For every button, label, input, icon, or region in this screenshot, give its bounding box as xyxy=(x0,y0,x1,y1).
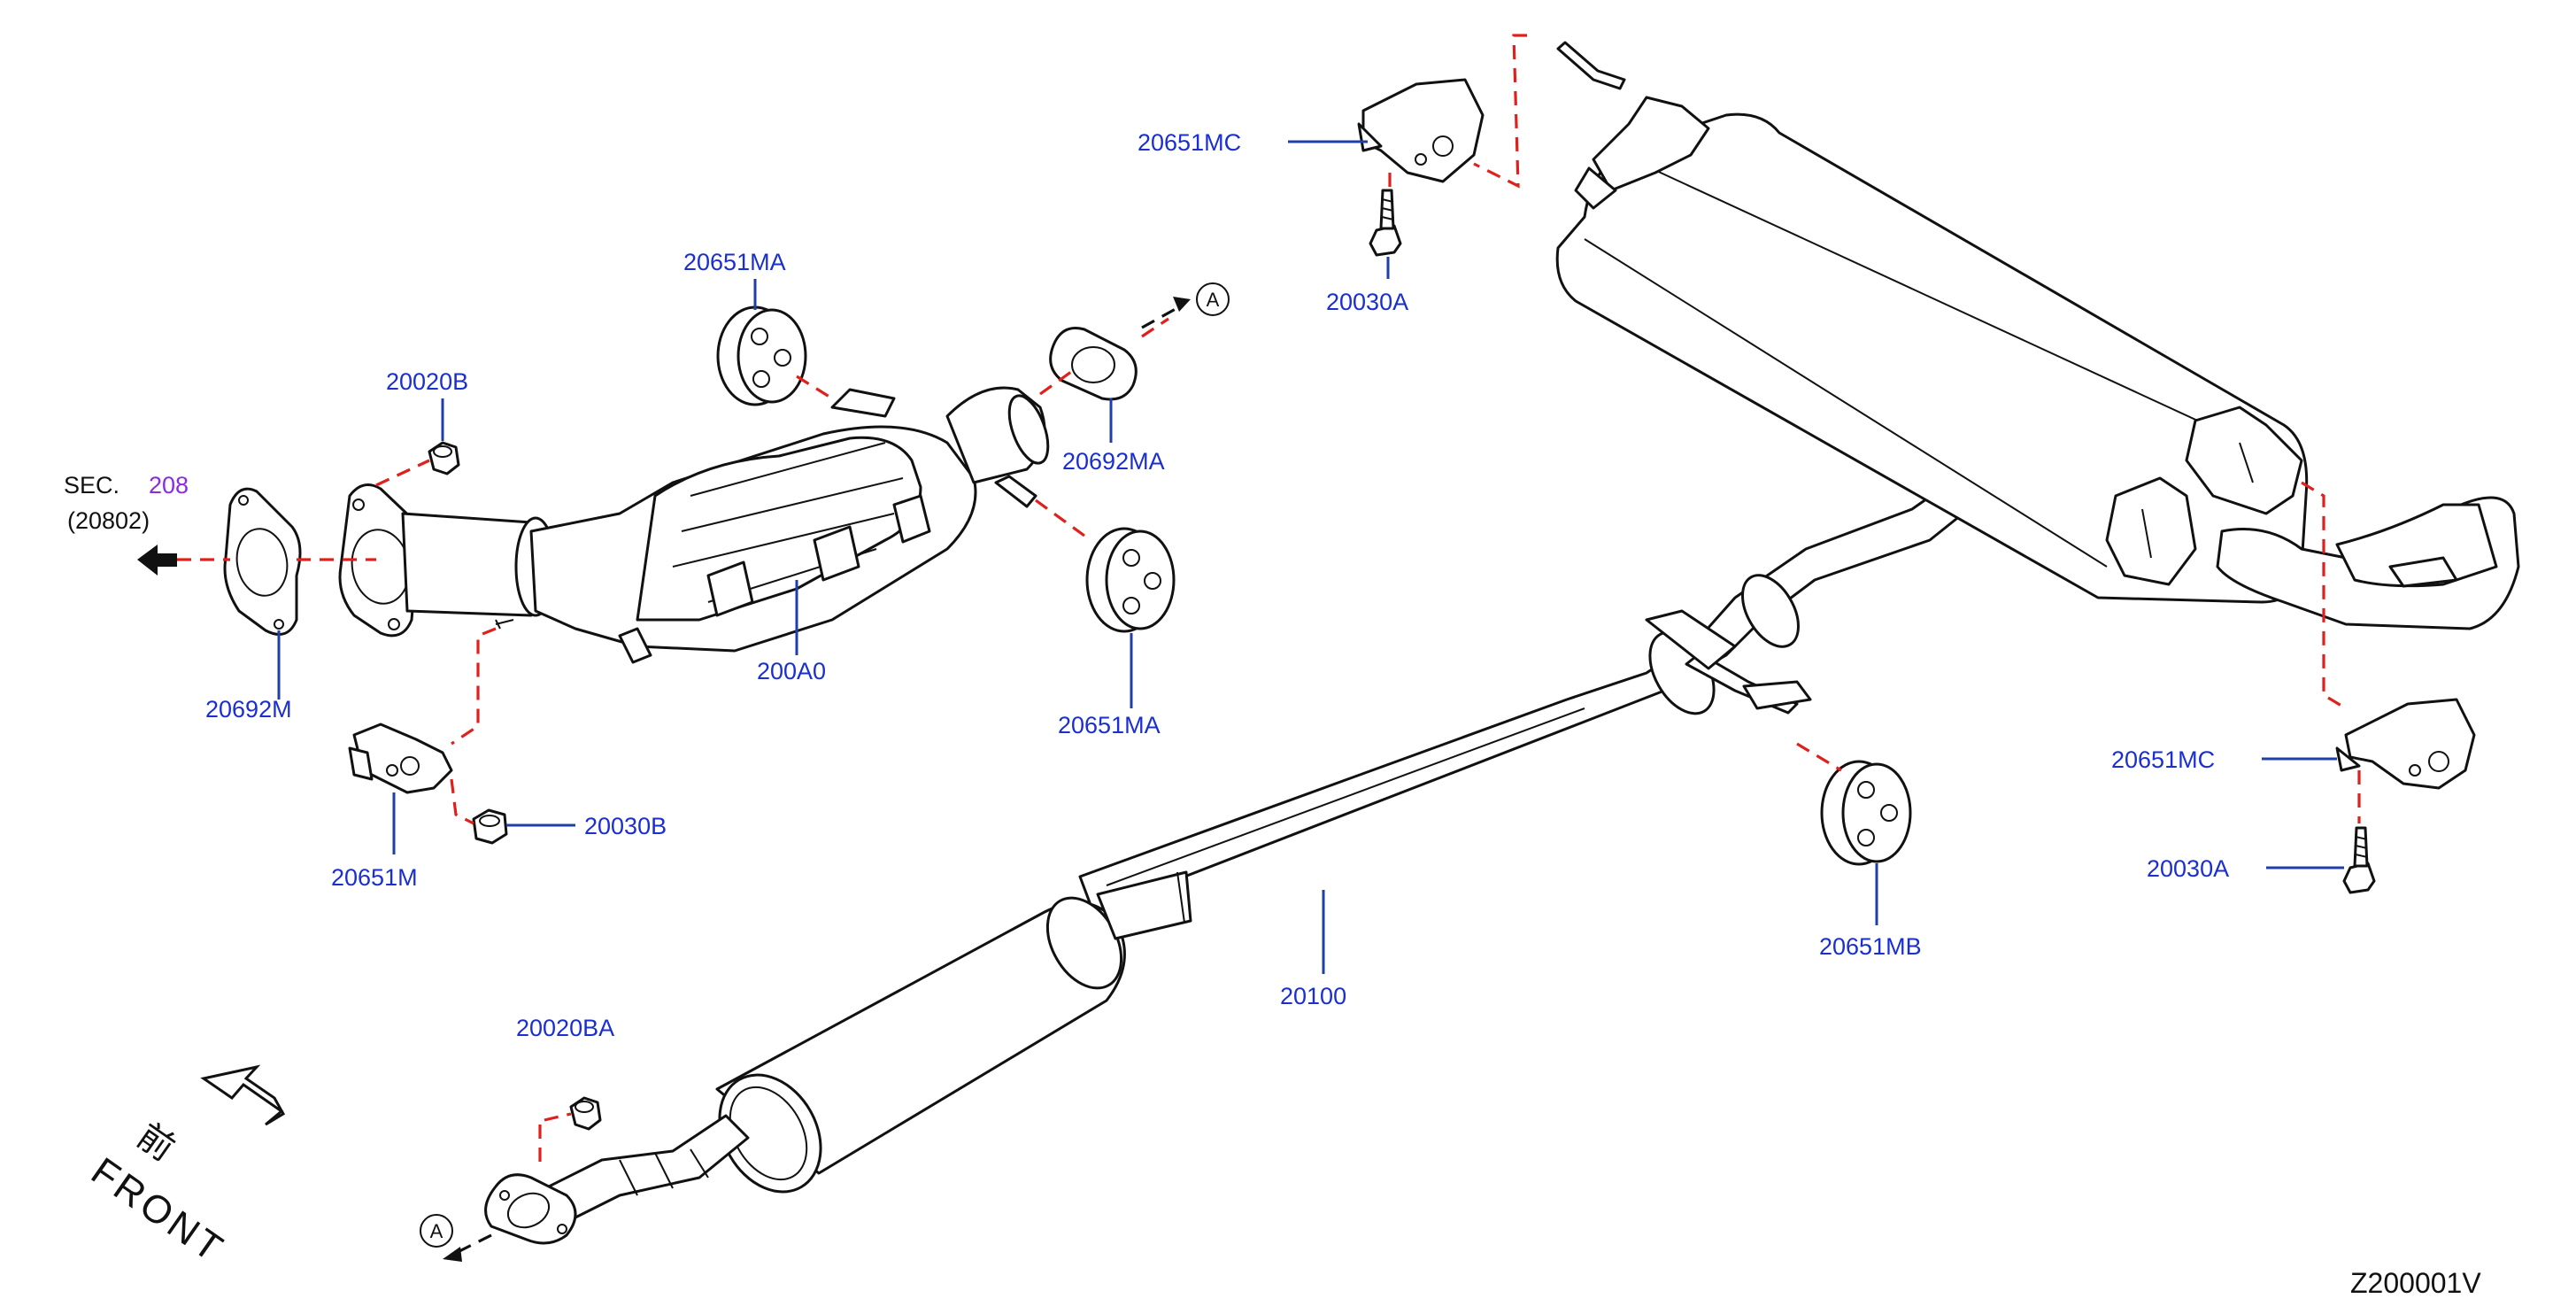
label-leaders xyxy=(277,140,2344,974)
part-label-20030B[interactable]: 20030B xyxy=(584,813,667,839)
front-arrow-icon xyxy=(200,1064,286,1126)
hanger-rubber-20651MA-top xyxy=(716,305,807,406)
rear-muffler xyxy=(1555,41,2520,630)
bolt-20030A-right xyxy=(2342,826,2376,894)
section-sub: (20802) xyxy=(67,507,150,534)
center-muffler xyxy=(484,870,1192,1245)
part-label-20651MC-right[interactable]: 20651MC xyxy=(2111,746,2215,773)
part-labels: 20651MA 20020B 20692MA 20692M 200A0 2065… xyxy=(205,129,2229,1041)
part-label-20030A-right[interactable]: 20030A xyxy=(2147,855,2229,882)
section-prefix: SEC. xyxy=(64,472,120,499)
section-arrow-icon xyxy=(137,545,177,576)
hanger-rubber-20651MB xyxy=(1820,760,1912,866)
front-kanji: 前 xyxy=(129,1116,181,1170)
part-label-20030A-top[interactable]: 20030A xyxy=(1326,289,1408,315)
nut-20020B xyxy=(428,441,460,475)
part-label-20692M[interactable]: 20692M xyxy=(205,696,292,723)
catalytic-converter xyxy=(338,386,1050,664)
connection-marker-top: A xyxy=(1207,289,1220,311)
bracket-20651MC-top xyxy=(1357,78,1485,183)
part-label-20651M[interactable]: 20651M xyxy=(331,864,418,891)
diagram-id: Z200001V xyxy=(2350,1267,2481,1299)
part-label-20651MA-top[interactable]: 20651MA xyxy=(683,249,786,275)
part-label-20651MA-lower[interactable]: 20651MA xyxy=(1058,712,1161,738)
gasket-20692MA xyxy=(1049,327,1138,401)
main-exhaust-pipe xyxy=(1078,476,1976,914)
bolt-20030A-top xyxy=(1369,189,1402,257)
part-label-20020B[interactable]: 20020B xyxy=(386,368,468,395)
bracket-20651MC-right xyxy=(2335,698,2476,790)
connection-arrow-a-top: A xyxy=(1141,282,1230,329)
part-label-20692MA[interactable]: 20692MA xyxy=(1062,448,1165,475)
connection-arrow-a-bottom: A xyxy=(420,1214,492,1262)
assembly-dashed-lines xyxy=(177,34,2361,1169)
section-reference: SEC. 208 (20802) xyxy=(64,472,189,576)
gasket-20692M xyxy=(223,487,302,636)
section-number[interactable]: 208 xyxy=(149,472,189,499)
part-label-20100[interactable]: 20100 xyxy=(1280,983,1346,1009)
nut-20020BA xyxy=(569,1096,602,1131)
connection-marker-bottom: A xyxy=(430,1220,443,1242)
front-direction-indicator: 前 FRONT xyxy=(83,1064,286,1272)
hanger-rubber-20651MA-lower xyxy=(1085,527,1176,633)
bracket-20651M xyxy=(348,723,453,794)
nut-20030B xyxy=(472,808,508,845)
part-label-20651MC-top[interactable]: 20651MC xyxy=(1138,129,1241,156)
part-label-20020BA[interactable]: 20020BA xyxy=(516,1015,614,1041)
part-label-20651MB[interactable]: 20651MB xyxy=(1819,933,1922,960)
part-label-200A0[interactable]: 200A0 xyxy=(757,658,826,684)
